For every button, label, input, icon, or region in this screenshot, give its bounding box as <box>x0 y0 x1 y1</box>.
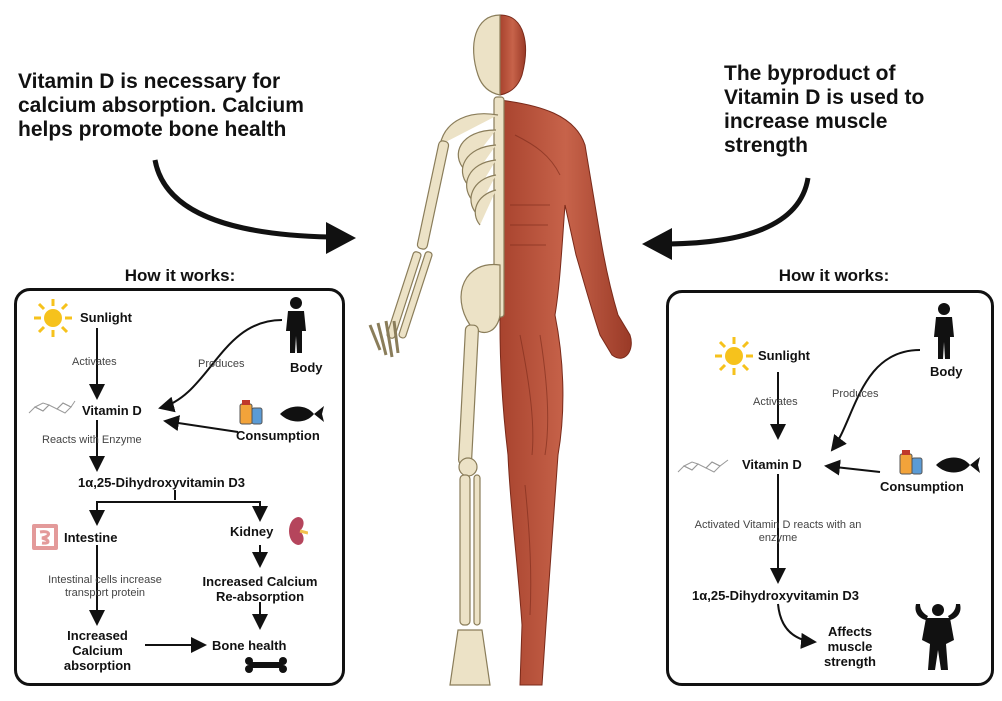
affects-line: Affects <box>827 624 873 639</box>
absorption-line: absorption <box>63 658 132 673</box>
right-note-line: The byproduct of <box>724 62 896 85</box>
right-edge-produces: Produces <box>832 388 879 400</box>
person-silhouette-icon <box>286 297 306 353</box>
molecule-icon <box>28 400 76 414</box>
right-note-line: increase muscle <box>724 110 888 133</box>
sun-icon <box>34 299 72 337</box>
left-node-dihydroxy: 1α,25-Dihydroxyvitamin D3 <box>78 475 245 490</box>
human-anatomy-illustration <box>368 14 632 686</box>
left-edge-activates: Activates <box>72 356 117 368</box>
left-panel <box>14 288 345 686</box>
right-pointer-arrow <box>667 177 811 247</box>
reabsorption-line: Increased Calcium <box>202 574 318 589</box>
kidney-icon <box>289 517 308 545</box>
affects-line: muscle <box>827 639 873 654</box>
reabsorption-line: Re-absorption <box>215 589 305 604</box>
intestinal-line: transport protein <box>64 587 146 599</box>
right-edge-activates: Activates <box>753 396 798 408</box>
left-node-increased-calcium-absorption: Increased Calcium absorption <box>45 628 150 673</box>
left-note-line: helps promote bone health <box>18 118 287 141</box>
bone-icon <box>245 657 287 673</box>
right-node-body: Body <box>930 364 963 379</box>
absorption-line: Increased <box>67 628 128 643</box>
intestinal-line: Intestinal cells increase <box>48 574 162 586</box>
right-panel-title: How it works: <box>778 266 890 285</box>
right-note: The byproduct of Vitamin D is used to in… <box>724 62 994 158</box>
left-note-line: calcium absorption. Calcium <box>18 94 304 117</box>
muscle-half <box>499 14 632 686</box>
supplements-icon <box>899 450 923 475</box>
molecule-icon <box>677 459 729 473</box>
left-node-body: Body <box>290 360 323 375</box>
right-node-consumption: Consumption <box>880 479 964 494</box>
right-node-sunlight: Sunlight <box>758 348 810 363</box>
left-node-vitamin-d: Vitamin D <box>82 403 142 418</box>
left-note: Vitamin D is necessary for calcium absor… <box>18 70 378 142</box>
activated-line: Activated Vitamin D reacts with an <box>694 519 862 531</box>
left-pointer-arrow <box>152 159 331 240</box>
left-node-intestine: Intestine <box>64 530 118 545</box>
supplements-icon <box>239 400 263 425</box>
skeleton-half <box>368 14 505 686</box>
left-note-line: Vitamin D is necessary for <box>18 70 281 93</box>
left-node-consumption: Consumption <box>236 428 320 443</box>
right-note-line: Vitamin D is used to <box>724 86 925 109</box>
person-silhouette-icon <box>934 303 954 359</box>
left-node-sunlight: Sunlight <box>80 310 132 325</box>
right-node-affects-muscle: Affects muscle strength <box>815 624 885 669</box>
fish-icon <box>280 406 324 422</box>
left-edge-intestinal-cells: Intestinal cells increase transport prot… <box>30 574 180 600</box>
left-edge-reacts-with-enzyme: Reacts with Enzyme <box>42 434 142 446</box>
right-node-vitamin-d: Vitamin D <box>742 457 802 472</box>
intestine-icon <box>32 524 58 550</box>
affects-line: strength <box>824 654 876 669</box>
left-panel-title: How it works: <box>124 266 236 285</box>
absorption-line: Calcium <box>72 643 123 658</box>
right-node-dihydroxy: 1α,25-Dihydroxyvitamin D3 <box>692 588 859 603</box>
left-edge-produces: Produces <box>198 358 245 370</box>
bodybuilder-icon <box>915 604 961 670</box>
fish-icon <box>936 457 980 473</box>
left-node-kidney: Kidney <box>230 524 274 539</box>
left-node-increased-calcium-reabsorption: Increased Calcium Re-absorption <box>190 574 330 604</box>
left-node-bone-health: Bone health <box>212 638 287 653</box>
right-pointer-arrowhead <box>642 228 672 260</box>
right-edge-activated-vitamin-d: Activated Vitamin D reacts with an enzym… <box>672 519 884 545</box>
right-note-line: strength <box>724 134 808 157</box>
sun-icon <box>715 337 753 375</box>
left-pointer-arrowhead <box>326 222 356 254</box>
activated-line: enzyme <box>758 532 798 544</box>
